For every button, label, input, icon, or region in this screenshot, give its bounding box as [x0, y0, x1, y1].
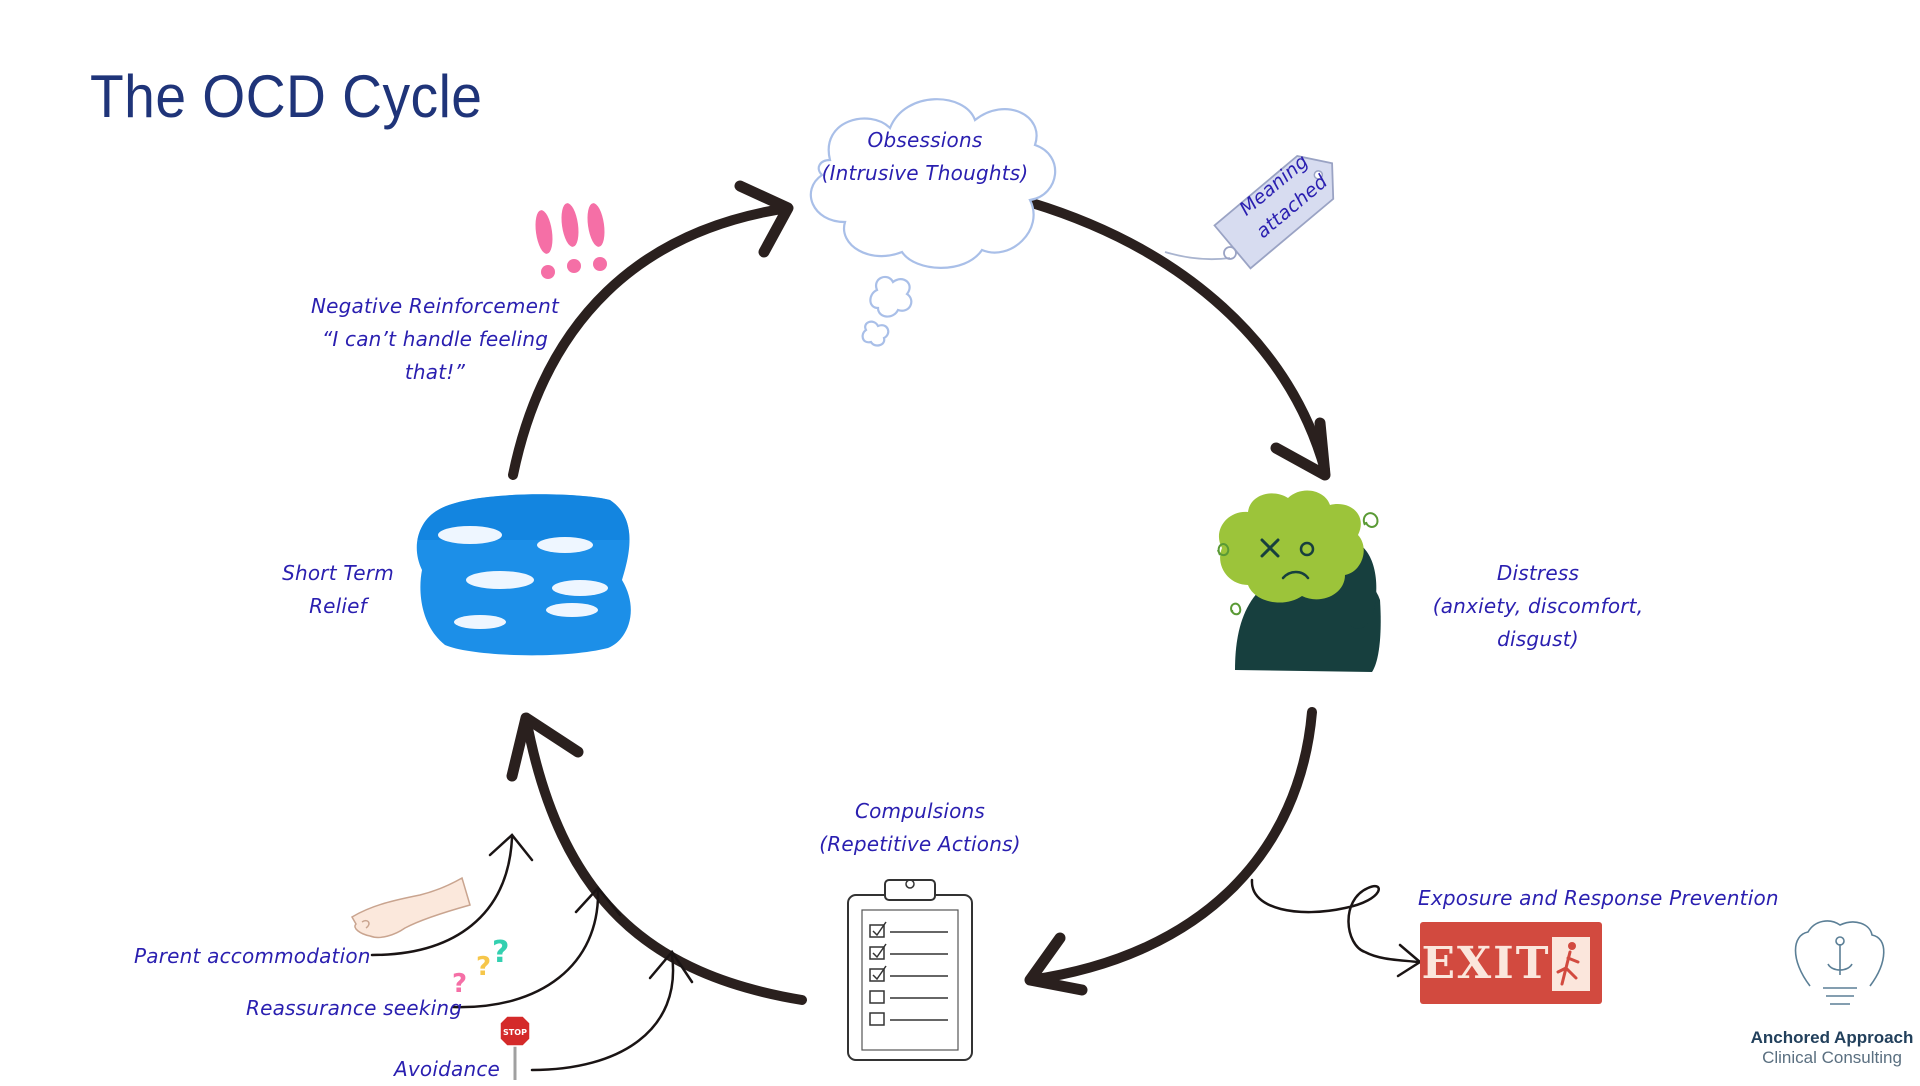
erp-label: Exposure and Response Prevention [1418, 886, 1779, 910]
obsessions-label: Obsessions (Intrusive Thoughts) [821, 128, 1029, 185]
svg-text:?: ? [476, 952, 491, 982]
svg-text:?: ? [492, 935, 509, 970]
feeder-arrow-parent [370, 836, 514, 957]
reinforcement-label: Negative Reinforcement “I can’t handle f… [310, 294, 560, 384]
arrow-relief-to-obsessions [508, 203, 793, 480]
compulsions-label: Compulsions (Repetitive Actions) [819, 799, 1021, 856]
page-title: The OCD Cycle [90, 63, 483, 130]
svg-text:STOP: STOP [503, 1028, 527, 1037]
distressed-person-icon [1217, 490, 1381, 672]
exclamation-icon [535, 203, 607, 279]
arrowhead-obsessions [734, 180, 794, 258]
arrowhead-relief [506, 712, 584, 782]
tag-icon [1164, 155, 1335, 270]
relief-label: Short Term Relief [282, 561, 394, 618]
svg-text:?: ? [452, 969, 467, 999]
anchored-approach-logo [1794, 920, 1885, 1005]
question-marks-icon: ? ? ? [452, 935, 509, 999]
hand-icon [350, 876, 471, 939]
exit-sign-icon: EXIT [1420, 922, 1602, 1004]
feeder-avoidance-label: Avoidance [394, 1057, 501, 1081]
feeder-parent-label: Parent accommodation [134, 944, 371, 968]
feeder-arrows [370, 833, 694, 1072]
logo-text: Anchored Approach Clinical Consulting [1750, 1028, 1914, 1067]
thought-cloud-icon [809, 98, 1057, 347]
arrow-obsessions-to-distress [1027, 198, 1330, 475]
arrow-compulsions-to-relief [521, 713, 807, 1005]
feeder-arrow-avoidance [530, 953, 675, 1072]
clipboard-checklist-icon [847, 879, 973, 1061]
sky-icon [416, 494, 631, 656]
exit-sign-text: EXIT [1422, 938, 1551, 989]
distress-label: Distress (anxiety, discomfort, disgust) [1432, 561, 1644, 651]
feeder-reassurance-label: Reassurance seeking [246, 996, 463, 1020]
arrow-distress-to-compulsions [1025, 707, 1317, 985]
arrowhead-compulsions [1024, 932, 1088, 996]
stop-sign-icon: STOP [499, 1015, 531, 1080]
cycle-arrows [506, 180, 1331, 1005]
feeder-arrow-reassurance [451, 888, 600, 1009]
erp-arrow [1250, 878, 1423, 978]
arrowhead-distress [1270, 417, 1331, 481]
